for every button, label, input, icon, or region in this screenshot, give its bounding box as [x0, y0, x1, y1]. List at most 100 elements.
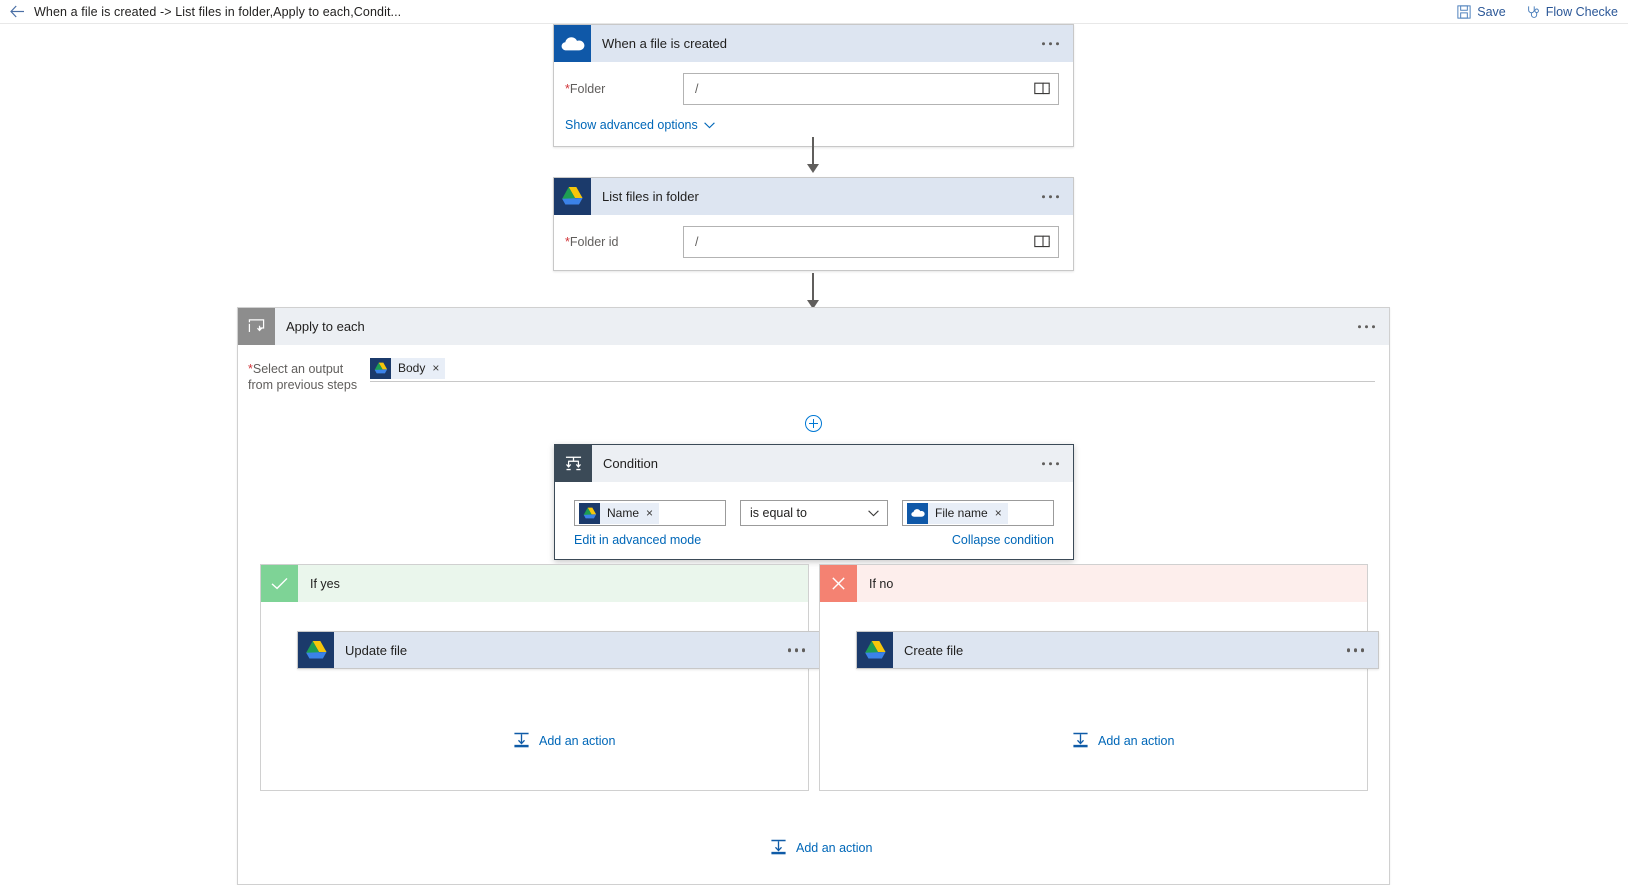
branch-if-no[interactable]: If no Create file — [819, 564, 1379, 791]
list-files-folderid-value: / — [695, 235, 699, 249]
apply-to-each-header[interactable]: Apply to each — [238, 308, 1389, 345]
token-body-label: Body — [398, 361, 426, 375]
token-file-name[interactable]: File name × — [907, 502, 1008, 524]
flow-checker-label: Flow Checke — [1545, 5, 1618, 19]
show-advanced-options-link[interactable]: Show advanced options — [565, 118, 715, 132]
token-remove-icon[interactable]: × — [994, 506, 1002, 520]
update-file-card-header[interactable]: Update file — [298, 632, 819, 668]
trigger-folder-field-row: *Folder / — [554, 62, 1073, 105]
trigger-advanced-row: Show advanced options — [554, 105, 1073, 146]
insert-action-icon — [771, 839, 786, 855]
chevron-down-icon — [868, 509, 879, 516]
save-button[interactable]: Save — [1447, 0, 1516, 24]
token-file-name-label: File name — [935, 506, 988, 520]
branch-if-no-header: If no — [820, 565, 1367, 602]
condition-right-operand[interactable]: File name × — [902, 500, 1054, 526]
branch-if-yes-header: If yes — [261, 565, 808, 602]
add-an-action-label: Add an action — [539, 733, 616, 748]
google-drive-icon — [857, 632, 893, 668]
onedrive-cloud-icon — [554, 25, 591, 62]
token-body[interactable]: Body × — [370, 357, 446, 379]
update-file-card-title: Update file — [345, 642, 408, 658]
condition-operator-select[interactable]: is equal to — [740, 500, 888, 526]
condition-operator-value: is equal to — [750, 506, 807, 520]
condition-branch-icon — [555, 445, 592, 482]
required-asterisk: * — [565, 235, 570, 249]
token-remove-icon[interactable]: × — [432, 361, 440, 375]
ellipsis-icon[interactable] — [787, 648, 805, 652]
required-asterisk: * — [248, 362, 253, 376]
connector-arrowhead — [807, 164, 819, 173]
close-x-icon — [820, 565, 857, 602]
condition-left-operand[interactable]: Name × — [574, 500, 726, 526]
token-name[interactable]: Name × — [579, 502, 660, 524]
save-label: Save — [1477, 5, 1506, 19]
condition-card[interactable]: Condition Name × — [554, 444, 1074, 560]
connector-list-to-apply — [812, 273, 814, 301]
action-card-update-file[interactable]: Update file — [297, 631, 820, 669]
collapse-condition-link[interactable]: Collapse condition — [951, 533, 1054, 547]
ellipsis-icon[interactable] — [1041, 194, 1059, 199]
condition-expression-row: Name × is equal to — [555, 482, 1073, 526]
branch-if-yes-title: If yes — [310, 576, 340, 591]
add-an-action-button-scope[interactable]: Add an action — [770, 839, 872, 856]
back-arrow-icon — [9, 5, 24, 18]
trigger-folder-label: *Folder — [565, 73, 683, 98]
trigger-folder-input[interactable]: / — [683, 73, 1059, 105]
add-step-plus-button[interactable] — [805, 415, 822, 432]
trigger-folder-value: / — [695, 82, 699, 96]
top-command-bar: When a file is created -> List files in … — [0, 0, 1628, 24]
action-card-list-files-in-folder[interactable]: List files in folder *Folder id / — [553, 177, 1074, 271]
trigger-card-header[interactable]: When a file is created — [554, 25, 1073, 62]
apply-to-each-output-input[interactable]: Body × — [370, 357, 1375, 382]
loop-icon — [238, 308, 275, 345]
ellipsis-icon[interactable] — [1357, 324, 1375, 329]
trigger-card-body: *Folder / Show advance — [554, 62, 1073, 146]
save-floppy-icon — [1457, 5, 1471, 19]
add-an-action-label: Add an action — [1098, 733, 1175, 748]
flow-designer-canvas: When a file is created *Folder / — [0, 24, 1628, 885]
list-files-card-title: List files in folder — [602, 189, 699, 204]
folder-picker-icon[interactable] — [1034, 81, 1050, 97]
action-card-create-file[interactable]: Create file — [856, 631, 1379, 669]
create-file-card-header[interactable]: Create file — [857, 632, 1378, 668]
chevron-down-icon — [703, 121, 715, 128]
branch-if-yes[interactable]: If yes Update file — [260, 564, 820, 791]
insert-action-icon — [514, 732, 529, 748]
condition-card-title: Condition — [603, 456, 658, 471]
list-files-folderid-label: *Folder id — [565, 226, 683, 251]
list-files-folderid-input[interactable]: / — [683, 226, 1059, 258]
edit-in-advanced-mode-link[interactable]: Edit in advanced mode — [574, 533, 702, 547]
insert-action-icon — [1073, 732, 1088, 748]
connector-trigger-to-list — [812, 137, 814, 165]
google-drive-icon — [370, 357, 391, 379]
ellipsis-icon[interactable] — [1346, 648, 1364, 652]
google-drive-icon — [579, 502, 600, 524]
ellipsis-icon[interactable] — [1041, 41, 1059, 46]
onedrive-cloud-icon — [907, 502, 928, 524]
trigger-card-when-a-file-is-created[interactable]: When a file is created *Folder / — [553, 24, 1074, 147]
required-asterisk: * — [565, 82, 570, 96]
apply-to-each-output-label-line1: Select an output — [252, 362, 344, 376]
apply-to-each-output-label-line2: from previous steps — [248, 378, 358, 393]
google-drive-icon — [298, 632, 334, 668]
add-an-action-label: Add an action — [796, 840, 873, 855]
list-files-card-body: *Folder id / — [554, 215, 1073, 270]
show-advanced-options-label: Show advanced options — [565, 118, 698, 132]
condition-card-header[interactable]: Condition — [555, 445, 1073, 482]
back-button[interactable] — [0, 0, 34, 24]
command-bar-actions: Save Flow Checke — [1447, 0, 1628, 24]
trigger-folder-control: / — [683, 73, 1059, 105]
token-remove-icon[interactable]: × — [646, 506, 654, 520]
add-an-action-button-yes[interactable]: Add an action — [513, 732, 615, 749]
flow-checker-button[interactable]: Flow Checke — [1516, 0, 1628, 24]
list-files-card-header[interactable]: List files in folder — [554, 178, 1073, 215]
checkmark-icon — [261, 565, 298, 602]
connector-arrowhead — [807, 300, 819, 309]
scope-apply-to-each[interactable]: Apply to each *Select an output from pre… — [237, 307, 1390, 885]
add-an-action-button-no[interactable]: Add an action — [1072, 732, 1174, 749]
folder-picker-icon[interactable] — [1034, 234, 1050, 250]
ellipsis-icon[interactable] — [1041, 461, 1059, 466]
branch-if-no-title: If no — [869, 576, 894, 591]
condition-links-row: Edit in advanced mode Collapse condition — [555, 526, 1073, 559]
